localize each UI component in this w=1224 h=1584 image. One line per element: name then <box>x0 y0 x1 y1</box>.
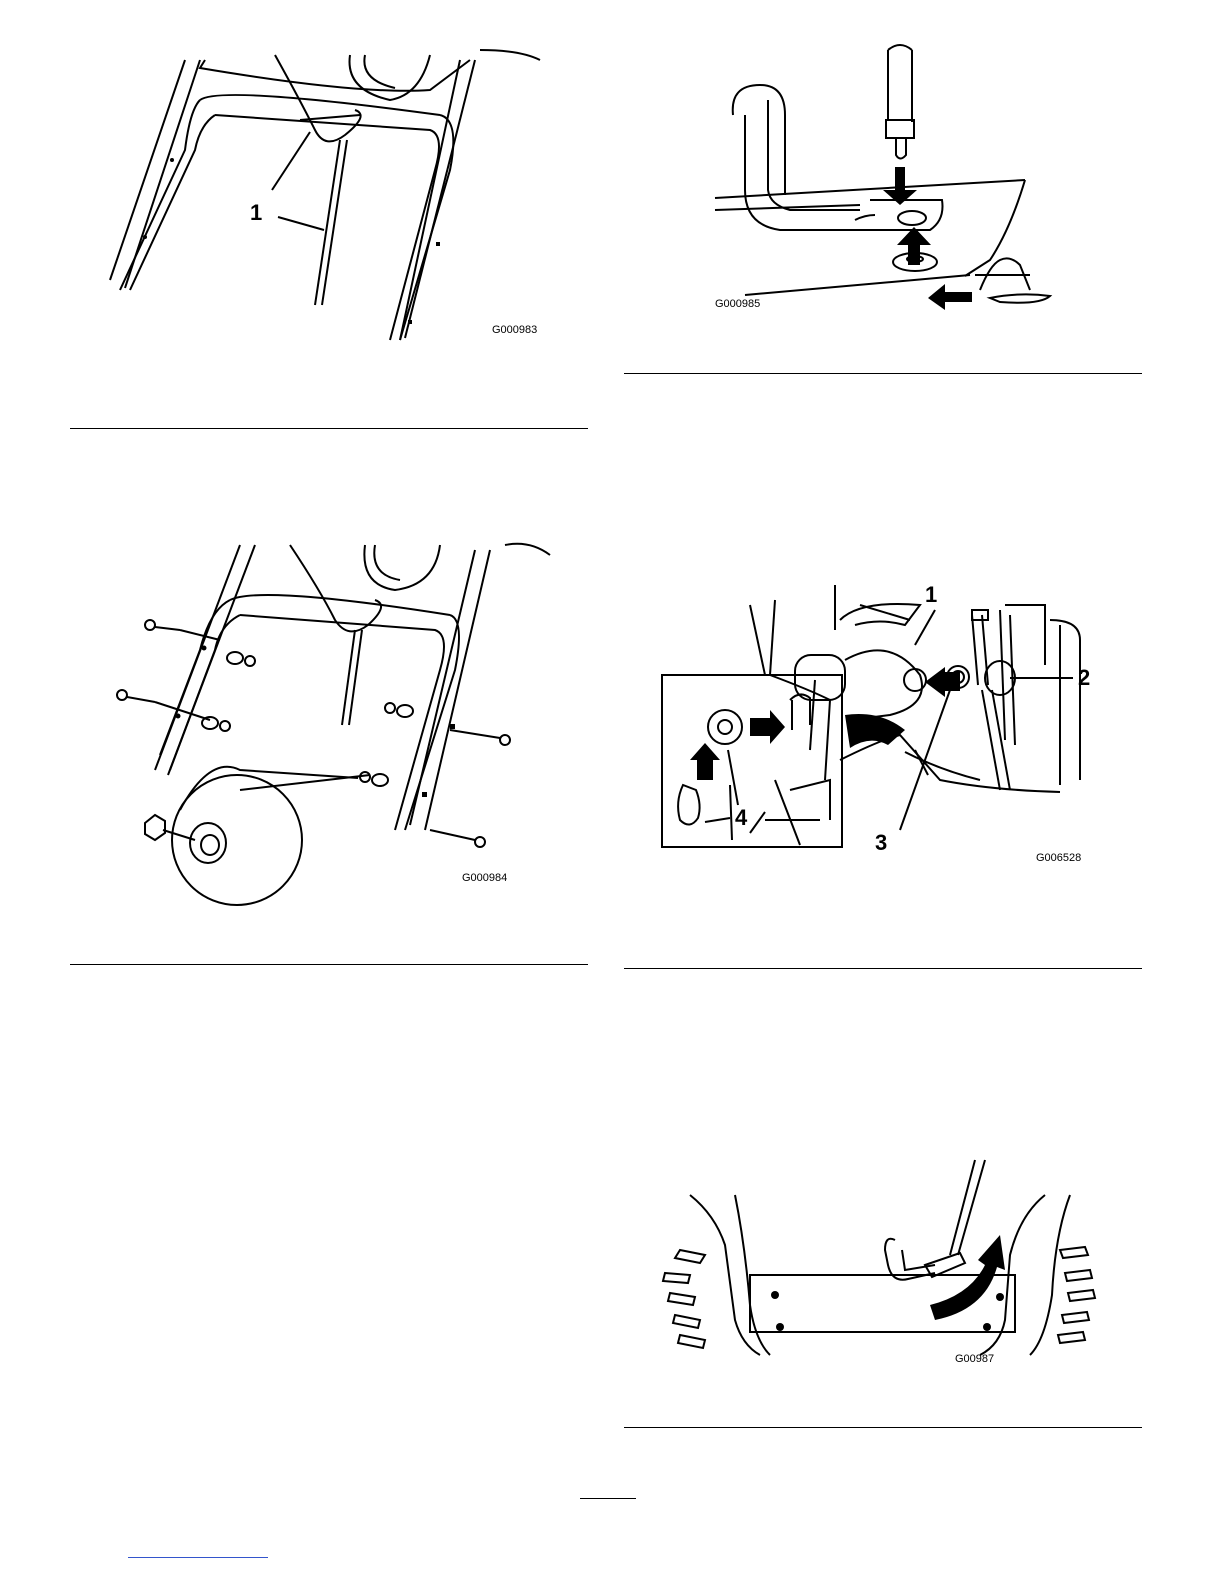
section-divider <box>624 373 1142 374</box>
callout-2: 2 <box>1078 665 1090 691</box>
callout-4: 4 <box>735 805 747 831</box>
figure-code: G006528 <box>1036 852 1081 864</box>
skid-shoe-illustration <box>660 1155 1105 1370</box>
figure-code: G000984 <box>462 872 507 884</box>
figure-g006528: 1 2 3 4 G006528 <box>660 580 1100 870</box>
section-divider <box>624 1427 1142 1428</box>
figure-code: G000983 <box>492 324 537 336</box>
figure-code: G000985 <box>715 298 760 310</box>
callout-3: 3 <box>875 830 887 856</box>
handle-cable-illustration <box>100 40 560 360</box>
chute-pivot-illustration <box>700 40 1080 320</box>
handle-mounting-hardware-illustration <box>100 540 560 910</box>
figure-g00987: G00987 <box>660 1155 1105 1370</box>
callout-1: 1 <box>925 582 937 608</box>
figure-g000985: G000985 <box>700 40 1080 320</box>
section-divider <box>70 428 588 429</box>
figure-g000984: G000984 <box>100 540 560 910</box>
callout-1: 1 <box>250 200 262 226</box>
chute-control-rod-illustration <box>660 580 1100 870</box>
figure-code: G00987 <box>955 1353 994 1365</box>
section-divider <box>624 968 1142 969</box>
figure-g000983: 1 G000983 <box>100 40 560 360</box>
footer-link-underline[interactable] <box>128 1557 268 1558</box>
section-divider <box>70 964 588 965</box>
page-number-rule <box>580 1498 636 1499</box>
